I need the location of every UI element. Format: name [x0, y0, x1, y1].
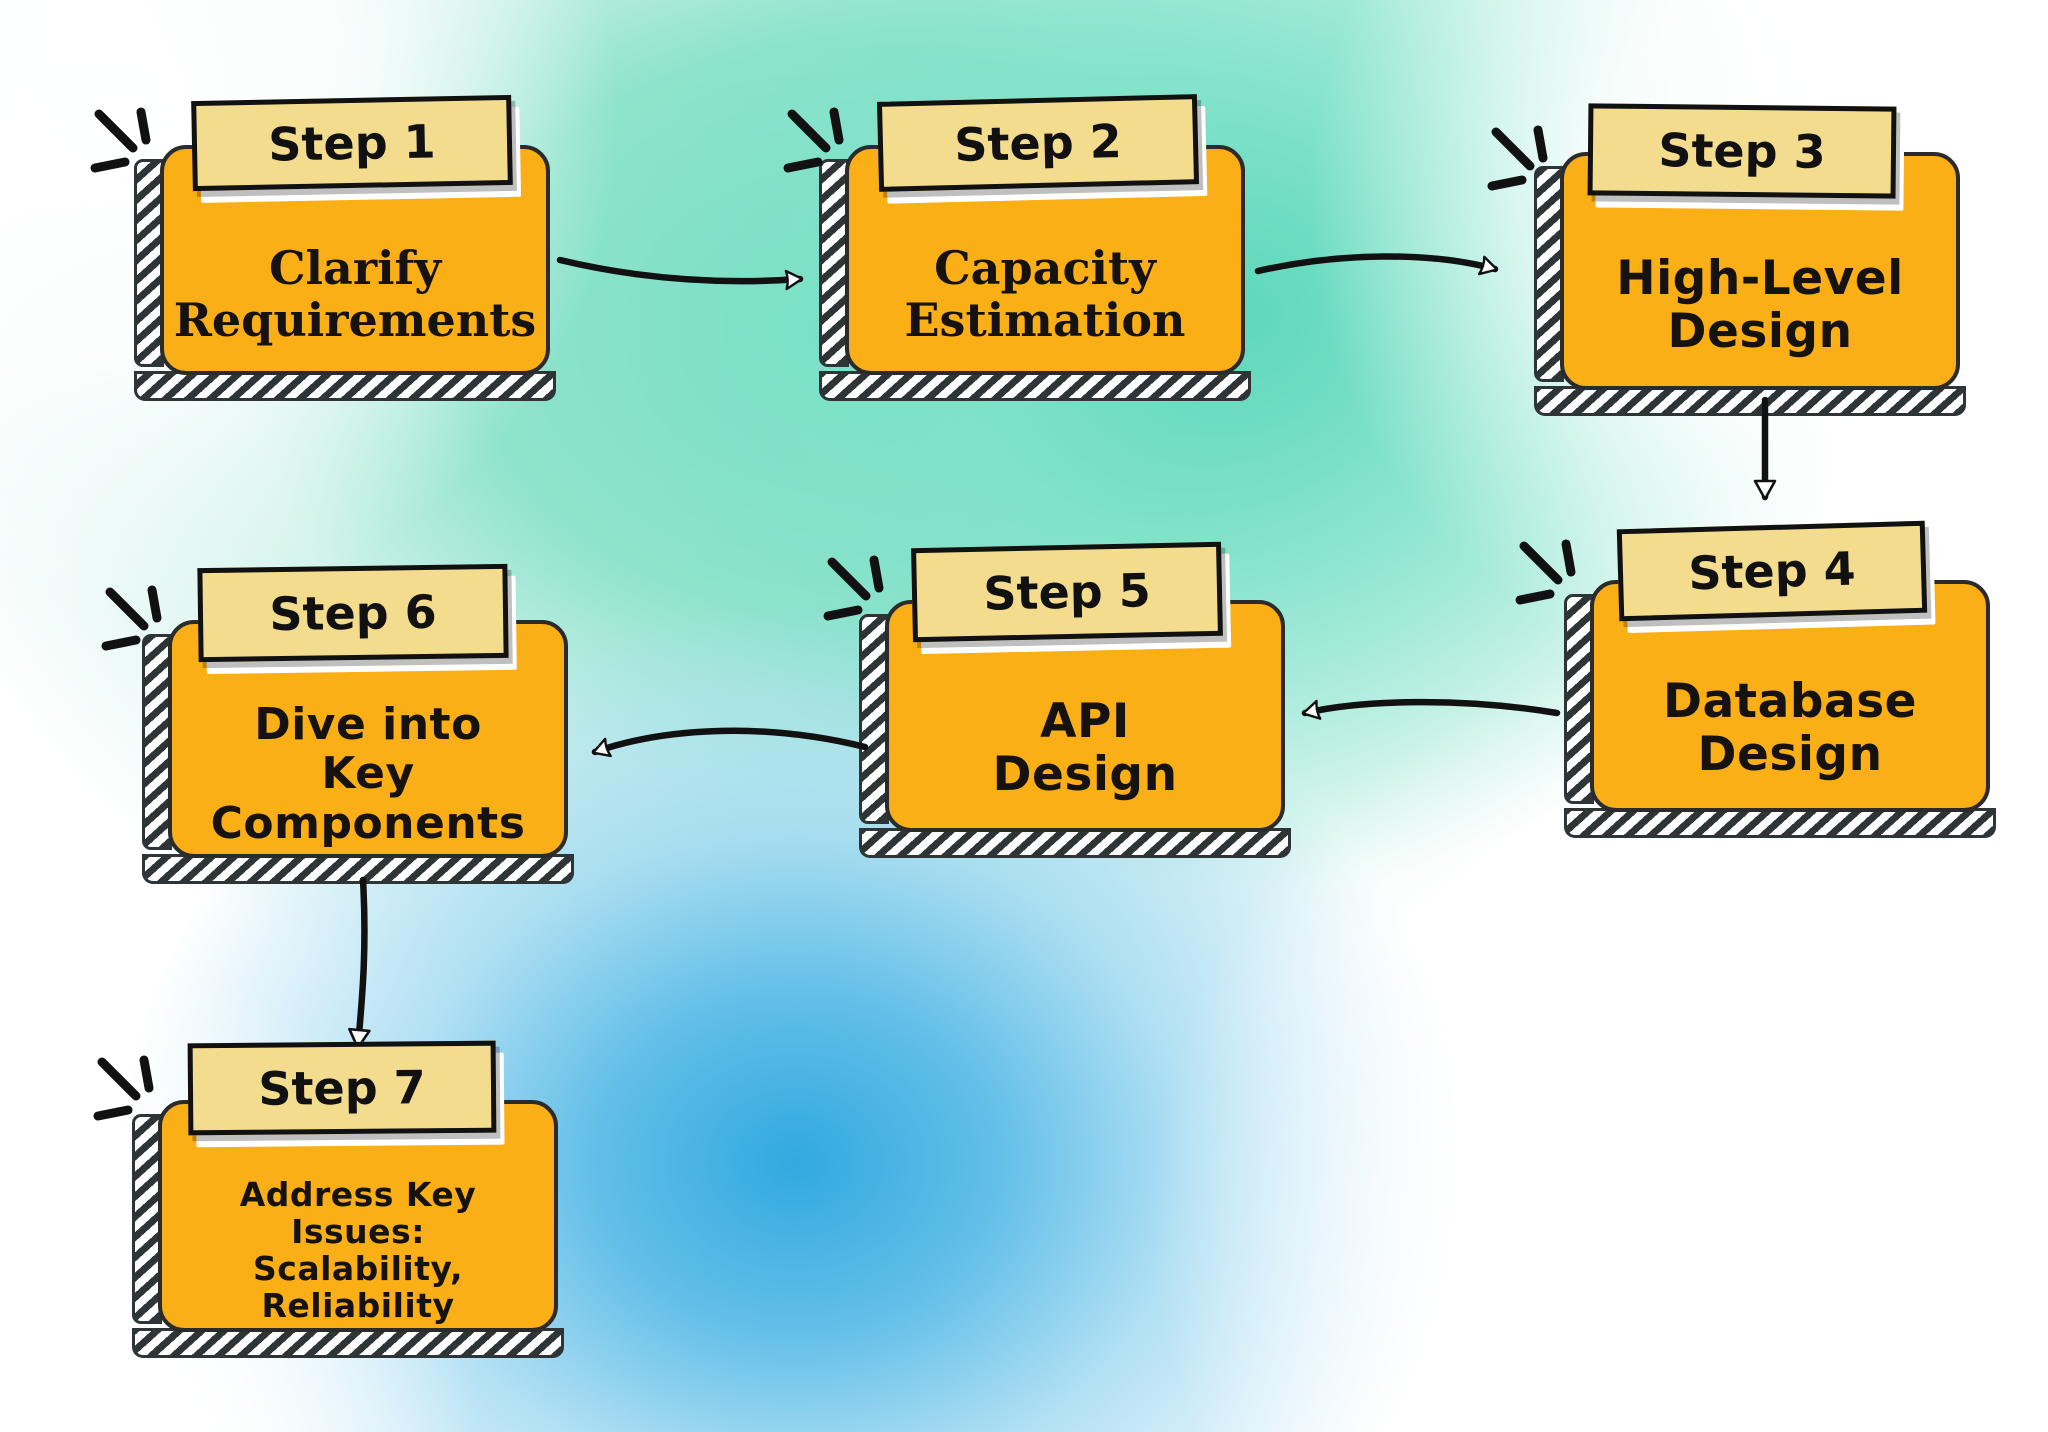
- plaque-step1-label: Step 1: [267, 114, 437, 172]
- node-bottom-hatch: [1564, 808, 1996, 838]
- plaque-step3-label: Step 3: [1658, 123, 1826, 179]
- node-bottom-hatch: [142, 854, 574, 884]
- plaque-card: Step 7: [187, 1040, 497, 1136]
- plaque-step5[interactable]: Step 5: [911, 541, 1232, 655]
- node-bottom-hatch: [132, 1328, 564, 1358]
- plaque-step7[interactable]: Step 7: [187, 1040, 505, 1148]
- plaque-card: Step 6: [197, 563, 509, 663]
- plaque-step3[interactable]: Step 3: [1587, 103, 1905, 211]
- plaque-card: Step 1: [191, 94, 513, 192]
- plaque-card: Step 2: [876, 94, 1200, 192]
- plaque-step1[interactable]: Step 1: [191, 94, 522, 203]
- plaque-step2-label: Step 2: [953, 113, 1123, 173]
- node-bottom-hatch: [134, 371, 556, 401]
- plaque-step6[interactable]: Step 6: [197, 563, 517, 675]
- plaque-step7-label: Step 7: [258, 1060, 426, 1116]
- node-bottom-hatch: [1534, 386, 1966, 416]
- plaque-card: Step 4: [1616, 520, 1928, 622]
- plaque-card: Step 5: [911, 541, 1223, 643]
- node-left-hatch: [1534, 166, 1564, 382]
- plaque-card: Step 3: [1587, 103, 1897, 199]
- plaque-step6-label: Step 6: [268, 584, 438, 642]
- plaque-step4-label: Step 4: [1687, 541, 1857, 601]
- node-bottom-hatch: [859, 828, 1291, 858]
- plaque-step4[interactable]: Step 4: [1616, 520, 1936, 634]
- plaque-step2[interactable]: Step 2: [876, 94, 1208, 204]
- node-left-hatch: [1564, 594, 1594, 804]
- node-bottom-hatch: [819, 371, 1251, 401]
- plaque-step5-label: Step 5: [982, 563, 1152, 621]
